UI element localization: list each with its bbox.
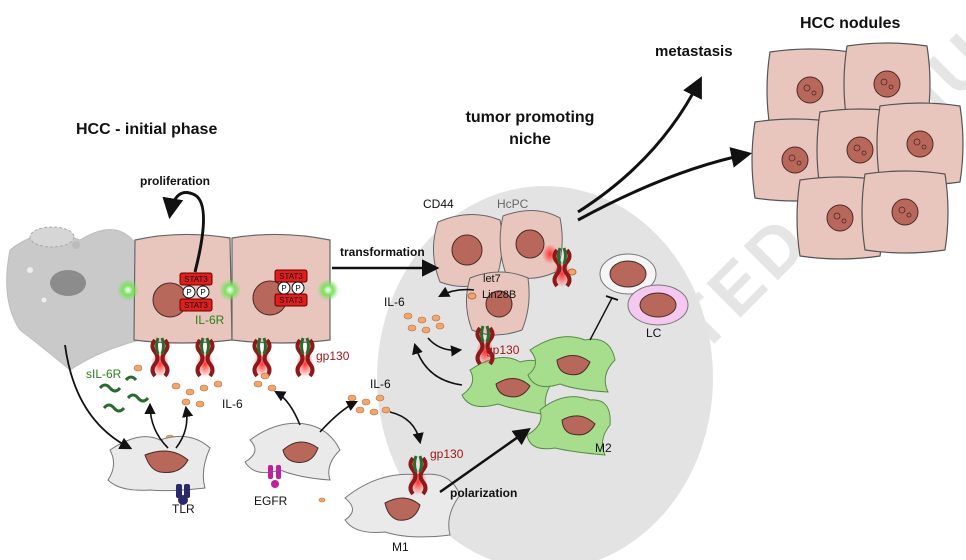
label-il6-left: IL-6 <box>222 397 243 411</box>
label-tlr: TLR <box>172 502 195 516</box>
label-proliferation: proliferation <box>140 174 210 188</box>
label-hcpc: HcPC <box>497 197 529 211</box>
il6-receptor <box>194 336 216 379</box>
label-m1: M1 <box>392 540 409 554</box>
hcpc-cells <box>433 210 577 336</box>
label-il6-niche: IL-6 <box>384 295 405 309</box>
label-gp130-main: gp130 <box>316 349 350 363</box>
macrophage-m2 <box>461 336 616 456</box>
soluble-il6r-molecules <box>98 375 150 413</box>
label-transformation: transformation <box>340 245 425 259</box>
label-gp130-niche: gp130 <box>486 343 520 357</box>
arrows <box>64 76 753 494</box>
il6-receptor <box>294 336 316 379</box>
polarization-arrow <box>439 427 531 494</box>
label-cd44: CD44 <box>423 197 454 211</box>
lymphocyte-cells <box>599 253 689 326</box>
phospho-label: P <box>186 288 191 297</box>
label-il6r: IL-6R <box>195 313 225 327</box>
stellate-to-macrophage-arrow <box>64 344 133 450</box>
lin28-arrow <box>438 286 475 298</box>
macrophage-egfr <box>244 422 341 488</box>
label-m2: M2 <box>595 441 612 455</box>
stat3-label: STAT3 <box>279 272 303 281</box>
label-gp130-m1: gp130 <box>430 447 464 461</box>
label-lc: LC <box>646 326 662 340</box>
il6-receptor <box>149 336 171 379</box>
il6-to-m1-arrow <box>389 411 424 445</box>
title-tumor-niche-line2: niche <box>509 131 551 148</box>
signal-glow <box>219 279 241 301</box>
title-hcc-initial-phase: HCC - initial phase <box>76 121 217 138</box>
stat3-label: STAT3 <box>279 296 303 305</box>
label-egfr: EGFR <box>254 494 288 508</box>
stat3-complex-1: STAT3 P P STAT3 <box>179 272 213 312</box>
niche-feedback-arrow <box>412 342 463 386</box>
phospho-label: P <box>295 284 300 293</box>
phospho-label: P <box>281 284 286 293</box>
il6-receptor <box>251 336 273 379</box>
proliferation-arrow <box>162 191 205 273</box>
phospho-label: P <box>200 288 205 297</box>
stellate-cell <box>6 226 141 371</box>
nodules-arrow <box>577 147 753 222</box>
stat3-label: STAT3 <box>184 301 208 310</box>
label-metastasis: metastasis <box>655 43 733 60</box>
label-lin28b: Lin28B <box>482 289 516 301</box>
macrophage-tlr <box>107 435 211 505</box>
m2-to-lc-inhibit <box>589 297 613 341</box>
il6-molecules-left <box>133 364 277 442</box>
niche-il6-arrow <box>427 337 463 357</box>
il6r-shedding-arrow <box>175 405 194 449</box>
il6r-shedding-arrow <box>144 402 169 449</box>
signal-glow <box>117 279 139 301</box>
label-let7: let7 <box>483 273 501 285</box>
macrophage-m1 <box>344 473 461 538</box>
stat3-complex-2: STAT3 P P STAT3 <box>274 269 308 307</box>
label-polarization: polarization <box>450 486 517 500</box>
il6-molecules-niche <box>403 312 445 334</box>
signal-glow <box>317 279 339 301</box>
egfr-to-m1-arrow <box>319 400 359 433</box>
title-hcc-nodules: HCC nodules <box>800 15 901 32</box>
metastasis-arrow <box>577 76 702 214</box>
stat3-label: STAT3 <box>184 275 208 284</box>
egfr-to-il6-arrow <box>274 390 301 426</box>
label-sil6r: sIL-6R <box>86 367 122 381</box>
tumor-nodule <box>861 170 949 254</box>
label-il6-mid: IL-6 <box>370 377 391 391</box>
title-tumor-niche-line1: tumor promoting <box>466 109 595 126</box>
